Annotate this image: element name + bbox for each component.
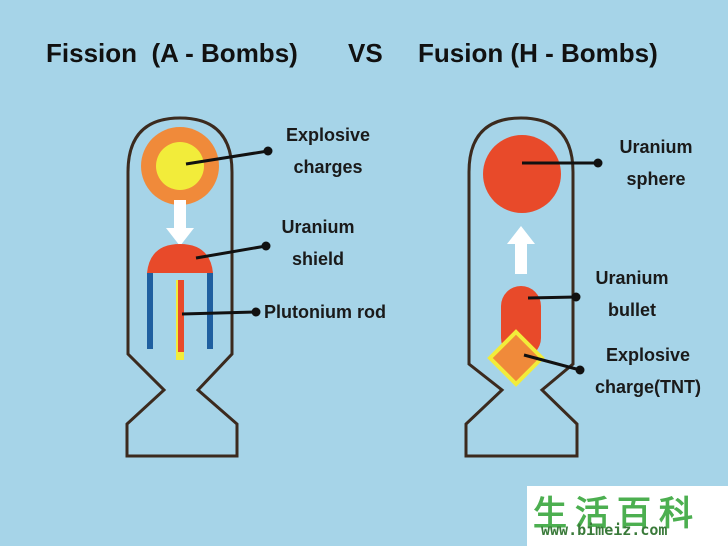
h-tnt-charge (487, 329, 545, 387)
h-tnt-label: Explosive charge(TNT) (586, 339, 710, 403)
watermark: 生活百科 www.bimeiz.com (527, 486, 728, 546)
watermark-url: www.bimeiz.com (541, 521, 668, 539)
h-sphere-label-line2: sphere (626, 169, 686, 189)
a-explosive-label-line1: Explosive (285, 125, 371, 145)
a-plutonium-label: Plutonium rod (264, 302, 386, 322)
watermark-chinese: 生活百科 (533, 494, 701, 534)
a-bomb-casing (125, 116, 239, 458)
title-fission: Fission (A - Bombs) (46, 38, 298, 68)
a-left-blue-rod (147, 273, 153, 349)
h-up-arrow (507, 226, 535, 274)
a-plutonium-rod (176, 280, 184, 352)
h-tnt-leader (523, 353, 581, 372)
a-shield-label: Uranium shield (270, 211, 366, 275)
title-vs: VS (348, 38, 383, 68)
a-right-blue-rod (207, 273, 213, 349)
a-down-arrow (166, 200, 194, 246)
h-bullet-leader (527, 295, 577, 300)
h-sphere-dot (593, 158, 603, 168)
a-shield-label-line2: shield (291, 249, 344, 269)
h-sphere-label-line1: Uranium (619, 137, 693, 157)
page-title: Fission (A - Bombs) VS Fusion (H - Bombs… (0, 38, 728, 193)
h-sphere-label: Uranium sphere (604, 131, 708, 195)
a-explosive-label-line2: charges (293, 157, 363, 177)
h-bullet-label-line2: bullet (608, 300, 656, 320)
a-explosive-inner (156, 142, 204, 190)
a-plutonium-rod-tip (176, 352, 184, 360)
a-explosive-label: Explosive charges (272, 119, 384, 183)
a-shield-leader (195, 244, 267, 260)
a-plutonium-dot (251, 307, 261, 317)
h-tnt-label-line1: Explosive (605, 345, 691, 365)
a-uranium-shield (147, 244, 213, 273)
a-shield-dot (261, 241, 271, 251)
h-bullet-label-line1: Uranium (595, 268, 669, 288)
h-tnt-dot (575, 365, 585, 375)
h-bomb-casing (464, 116, 579, 458)
a-shield-label-line1: Uranium (281, 217, 355, 237)
title-fusion: Fusion (H - Bombs) (418, 38, 658, 68)
a-plutonium-leader (181, 310, 257, 316)
h-tnt-label-line2: charge(TNT) (594, 377, 701, 397)
a-plutonium-rod-edge (176, 280, 178, 352)
h-bullet-dot (571, 292, 581, 302)
h-bullet-label: Uranium bullet (582, 262, 682, 326)
a-explosive-dot (263, 146, 273, 156)
a-explosive-leader (185, 149, 269, 166)
h-uranium-sphere (483, 135, 561, 213)
